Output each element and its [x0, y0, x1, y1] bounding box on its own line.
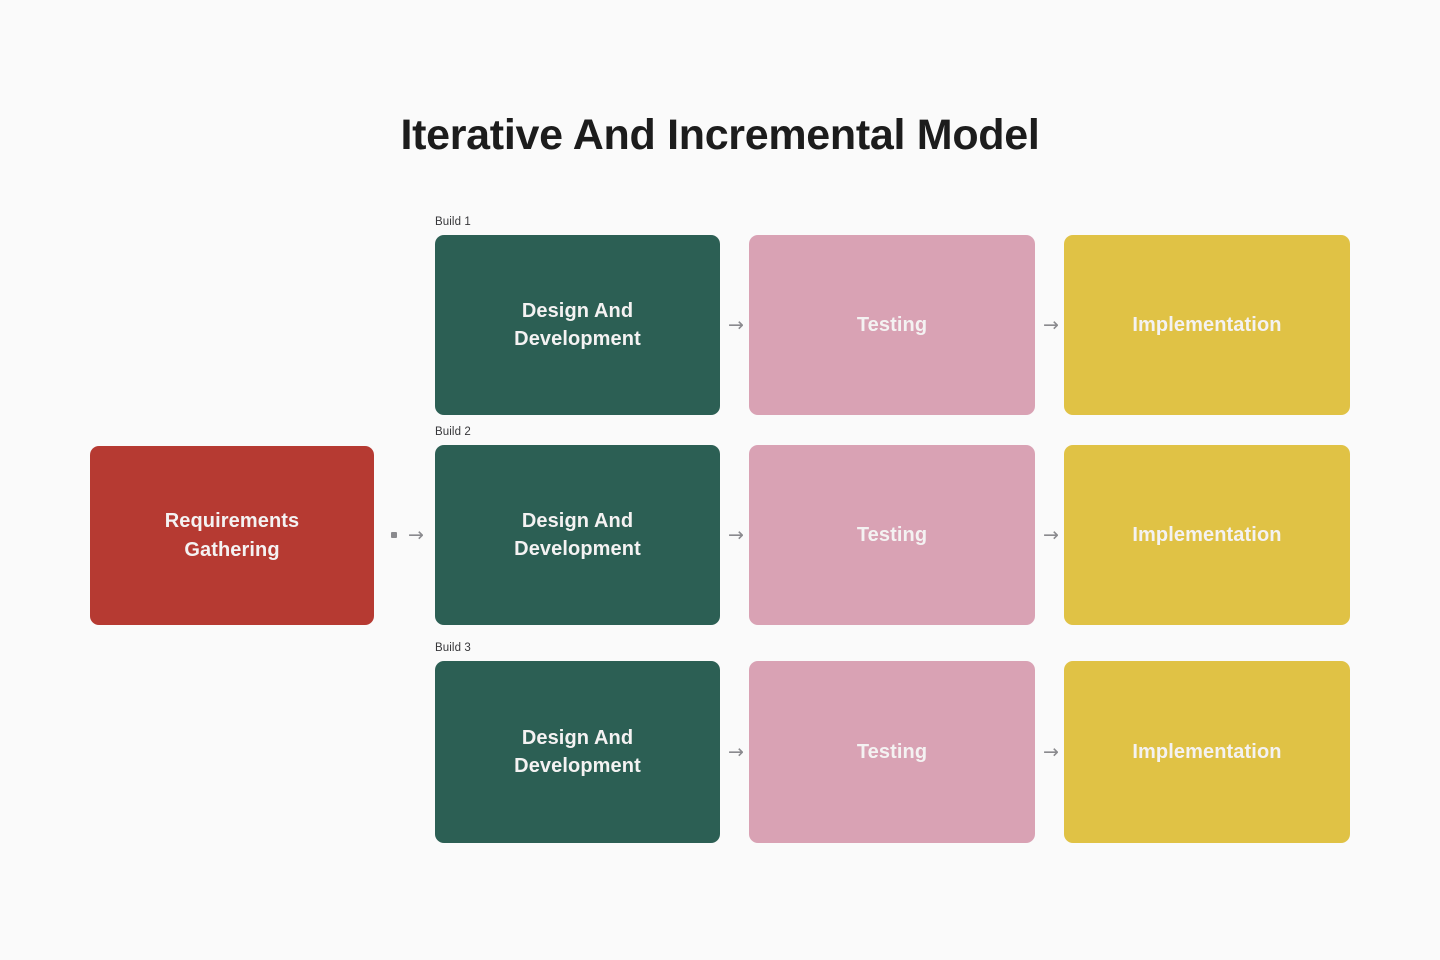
build-label-3: Build 3 [435, 642, 471, 654]
dot-marker-icon-start [391, 532, 397, 538]
node-design-and-development-build-2[interactable]: Design And Development [435, 445, 720, 625]
node-design-and-development-build-1[interactable]: Design And Development [435, 235, 720, 415]
node-implementation-build-3[interactable]: Implementation [1064, 661, 1350, 843]
node-label: Design And Development [514, 726, 641, 777]
arrow-icon-requirements-to-design: → [408, 523, 424, 546]
arrow-icon-design-to-testing-build-3: → [728, 740, 744, 763]
arrow-icon-design-to-testing-build-1: → [728, 313, 744, 336]
node-implementation-build-2[interactable]: Implementation [1064, 445, 1350, 625]
arrow-icon-testing-to-implementation-build-3: → [1043, 740, 1059, 763]
node-label: Testing [856, 740, 928, 763]
node-label: Requirements Gathering [164, 510, 300, 561]
node-implementation-build-1[interactable]: Implementation [1064, 235, 1350, 415]
node-testing-build-1[interactable]: Testing [749, 235, 1035, 415]
build-label-1: Build 1 [435, 216, 471, 228]
node-label: Implementation [1132, 523, 1282, 546]
node-label: Design And Development [514, 299, 641, 350]
node-label: Testing [856, 313, 928, 336]
arrow-icon-testing-to-implementation-build-1: → [1043, 313, 1059, 336]
node-requirements-gathering[interactable]: Requirements Gathering [90, 446, 374, 625]
arrow-icon-design-to-testing-build-2: → [728, 523, 744, 546]
node-testing-build-2[interactable]: Testing [749, 445, 1035, 625]
build-label-2: Build 2 [435, 426, 471, 438]
page-title: Iterative And Incremental Model [400, 110, 1040, 159]
node-label: Design And Development [514, 509, 641, 560]
node-label: Implementation [1132, 740, 1282, 763]
arrow-icon-testing-to-implementation-build-2: → [1043, 523, 1059, 546]
node-testing-build-3[interactable]: Testing [749, 661, 1035, 843]
node-label: Implementation [1132, 313, 1282, 336]
node-label: Testing [856, 523, 928, 546]
node-design-and-development-build-3[interactable]: Design And Development [435, 661, 720, 843]
